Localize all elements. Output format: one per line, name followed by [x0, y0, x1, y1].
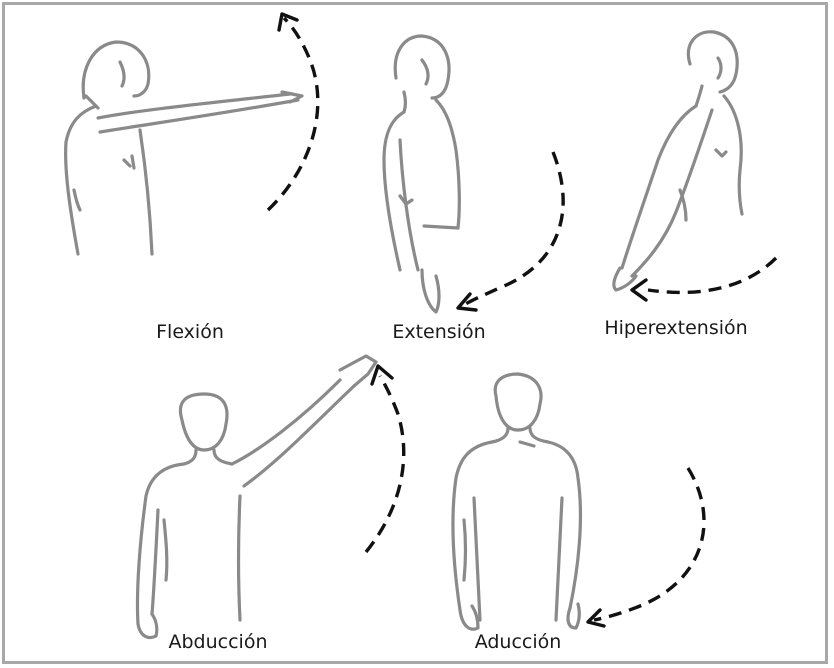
flexion-figure	[66, 42, 302, 254]
label-extension: Extensión	[392, 321, 485, 343]
extension-figure	[384, 36, 459, 312]
label-flexion: Flexión	[156, 321, 224, 343]
label-abduction: Abducción	[169, 631, 268, 653]
label-hyperextension: Hiperextensión	[604, 317, 747, 339]
hyperextension-figure	[614, 32, 742, 290]
flexion-arrow	[268, 14, 318, 210]
abduction-arrow	[366, 366, 404, 552]
extension-arrow	[458, 152, 563, 310]
adduction-arrow	[588, 468, 704, 626]
abduction-figure	[137, 356, 376, 638]
adduction-figure	[453, 374, 580, 629]
label-adduction: Aducción	[475, 631, 562, 653]
hyperextension-arrow	[632, 258, 776, 300]
